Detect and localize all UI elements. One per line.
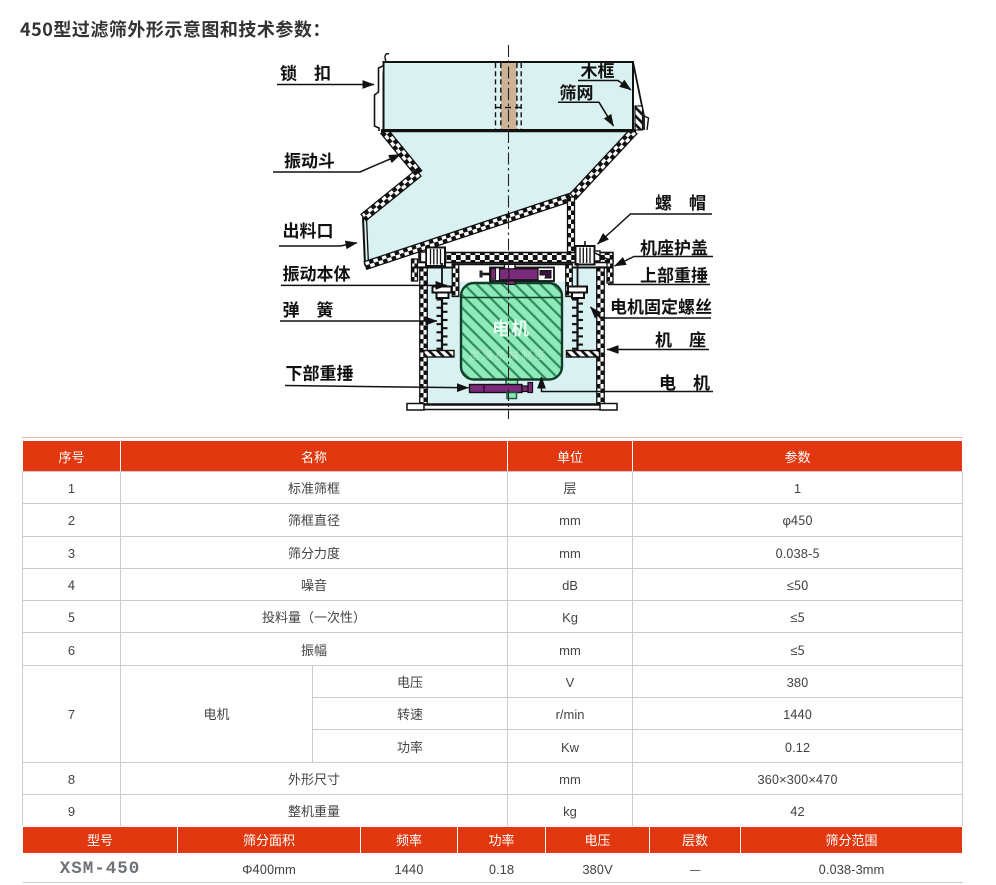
svg-text:富海机械制造: 富海机械制造 bbox=[469, 347, 547, 363]
svg-text:下部重捶: 下部重捶 bbox=[286, 360, 354, 385]
svg-text:电机: 电机 bbox=[492, 315, 530, 341]
svg-text:木框: 木框 bbox=[581, 57, 615, 82]
svg-text:出料口: 出料口 bbox=[283, 217, 334, 242]
svg-text:振动斗: 振动斗 bbox=[284, 147, 335, 172]
svg-text:筛网: 筛网 bbox=[560, 79, 594, 104]
svg-text:振动本体: 振动本体 bbox=[283, 260, 351, 285]
svg-text:电 机: 电 机 bbox=[659, 369, 710, 394]
svg-text:机座护盖: 机座护盖 bbox=[640, 234, 708, 259]
svg-text:机 座: 机 座 bbox=[655, 326, 706, 351]
svg-text:电机固定螺丝: 电机固定螺丝 bbox=[610, 293, 712, 318]
svg-text:弹 簧: 弹 簧 bbox=[283, 296, 334, 321]
svg-text:上部重捶: 上部重捶 bbox=[640, 262, 708, 287]
svg-text:螺 帽: 螺 帽 bbox=[655, 189, 706, 214]
svg-text:锁 扣: 锁 扣 bbox=[280, 60, 331, 85]
